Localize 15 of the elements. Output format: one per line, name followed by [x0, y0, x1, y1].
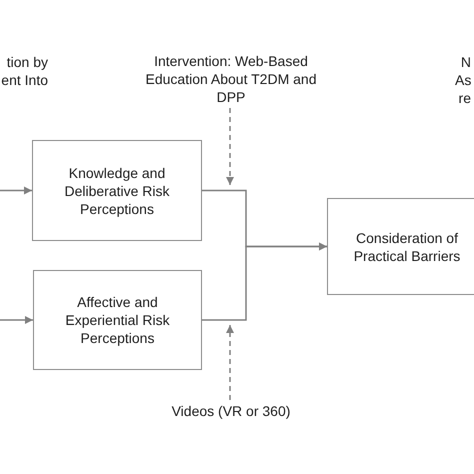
process-box — [33, 270, 202, 370]
box-text: Consideration of Practical Barriers — [352, 228, 462, 264]
note-text: N As re — [455, 53, 471, 107]
dashed-arrow — [226, 108, 234, 185]
process-box — [327, 198, 474, 295]
note-text: tion by ent Into — [0, 53, 48, 89]
box-text: Knowledge and Deliberative Risk Perceptions — [63, 164, 171, 218]
box-text: Affective and Experiential Risk Perceptions — [64, 293, 171, 347]
arrow — [0, 316, 33, 324]
process-box — [32, 140, 202, 241]
input-label: Intervention: Web-Based Education About T2DM and DPP — [144, 52, 318, 106]
input-label: Videos (VR or 360) — [172, 402, 290, 420]
arrow — [0, 186, 32, 194]
dashed-arrow — [226, 325, 234, 400]
arrow — [202, 242, 327, 321]
